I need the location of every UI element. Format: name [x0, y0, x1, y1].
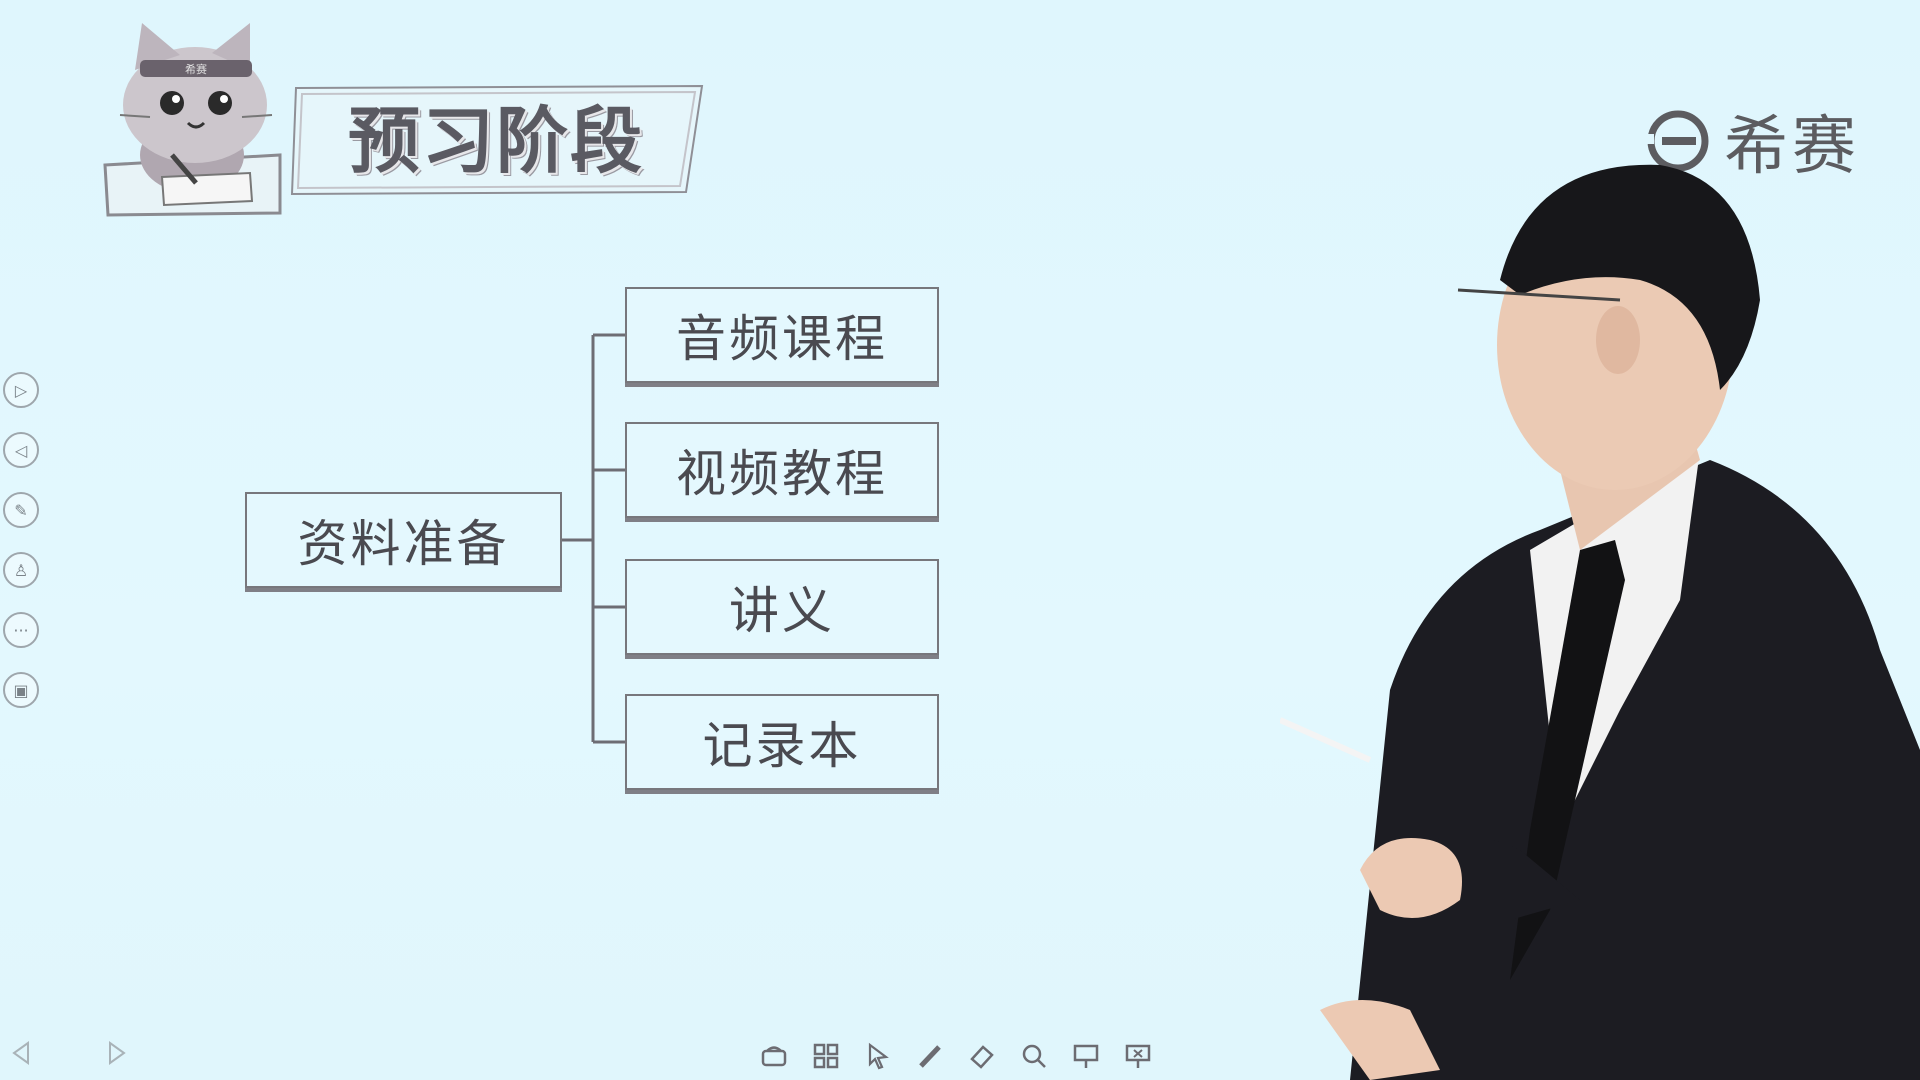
page-navigation — [8, 1040, 130, 1066]
exit-screen-icon[interactable] — [1120, 1038, 1156, 1074]
pen-icon[interactable]: ✎ — [3, 492, 39, 528]
brand-logo: 希赛 — [1632, 95, 1860, 187]
presenter-icon[interactable]: ♙ — [3, 552, 39, 588]
more-icon[interactable]: ··· — [3, 612, 39, 648]
screen-icon[interactable]: ▣ — [3, 672, 39, 708]
magnifier-icon[interactable] — [1016, 1038, 1052, 1074]
next-page-icon[interactable]: ▷ — [3, 372, 39, 408]
eraser-icon[interactable] — [964, 1038, 1000, 1074]
diagram-node-audio-course: 音频课程 — [625, 287, 939, 383]
grid-icon[interactable] — [808, 1038, 844, 1074]
diagram-node-handout: 讲义 — [625, 559, 939, 655]
brand-e-icon — [1634, 110, 1709, 172]
bottom-toolbar — [756, 1038, 1156, 1074]
next-arrow-icon[interactable] — [104, 1040, 130, 1066]
cat-mascot-illustration: 希赛 — [103, 23, 282, 217]
diagram-node-notebook: 记录本 — [625, 694, 939, 790]
presenter-video-overlay — [1280, 164, 1920, 1080]
brand-name: 希赛 — [1724, 110, 1860, 184]
diagram-node-video-tutorial: 视频教程 — [625, 422, 939, 518]
mascot-headband-text: 希赛 — [185, 62, 207, 76]
presentation-icon[interactable] — [756, 1038, 792, 1074]
prev-page-icon[interactable]: ◁ — [3, 432, 39, 468]
diagram-root-node: 资料准备 — [245, 492, 562, 588]
page-title: 预习阶段 — [348, 99, 645, 183]
board-icon[interactable] — [1068, 1038, 1104, 1074]
title-banner-shape — [290, 84, 704, 196]
pen-tool-icon[interactable] — [912, 1038, 948, 1074]
prev-arrow-icon[interactable] — [8, 1040, 34, 1066]
pointer-icon[interactable] — [860, 1038, 896, 1074]
